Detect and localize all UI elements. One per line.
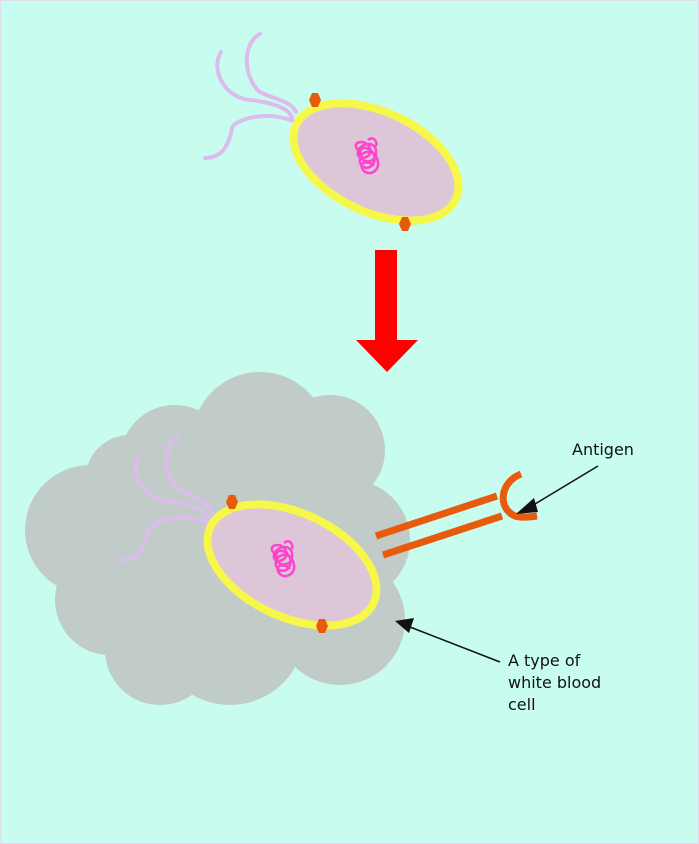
antigen-marker <box>309 93 321 107</box>
down-arrow-icon <box>356 250 418 372</box>
cell-body <box>203 500 381 630</box>
bacterium-engulfed <box>119 434 381 633</box>
flagella <box>119 434 214 562</box>
dna-icon <box>270 540 296 578</box>
antigen-label: Antigen <box>572 440 634 459</box>
bacterium-top <box>203 32 463 231</box>
antigen-marker <box>399 217 411 231</box>
cell-pointer-arrow <box>395 618 501 663</box>
cell-body <box>289 99 463 225</box>
antigen-pointer-arrow <box>516 465 599 514</box>
white-blood-cell-label: A type of white blood cell <box>508 651 602 714</box>
flagella <box>203 32 298 160</box>
antibody <box>374 470 538 559</box>
dna-icon <box>354 137 380 175</box>
antigen-marker <box>316 619 328 633</box>
antigen-marker <box>226 495 238 509</box>
